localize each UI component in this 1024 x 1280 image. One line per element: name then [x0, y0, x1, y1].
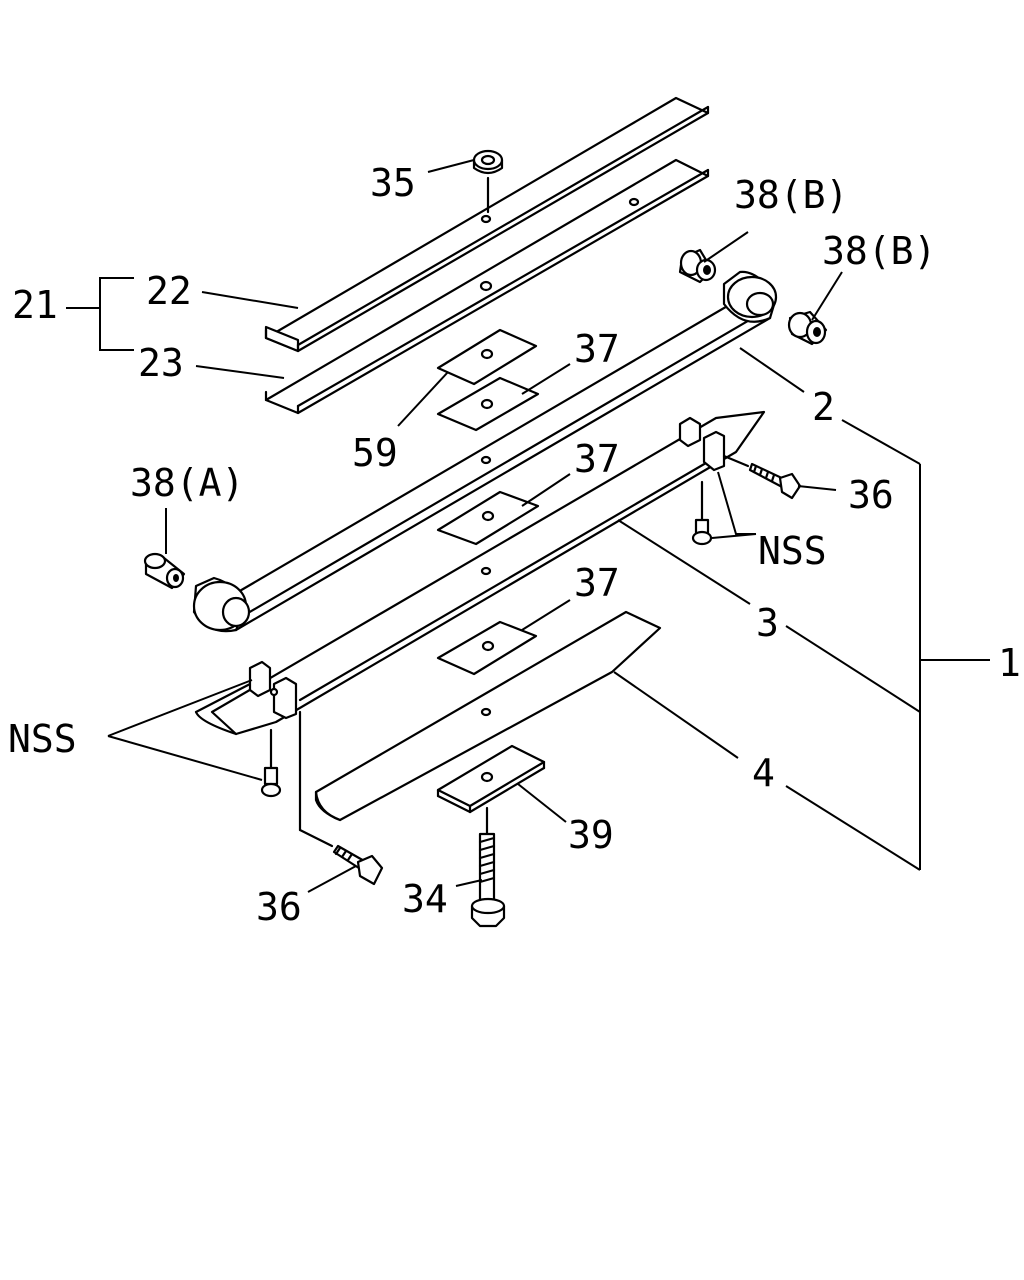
- label-2: 2: [812, 385, 835, 429]
- leaf-22: [264, 96, 710, 353]
- rivet-nss-right: [691, 480, 713, 546]
- rivet-nss-left: [260, 728, 282, 798]
- leaf-2: [192, 270, 778, 633]
- label-37-middle: 37: [574, 437, 620, 481]
- pad-37-upper: [436, 376, 540, 432]
- label-4: 4: [752, 751, 775, 795]
- pad-37-lower: [436, 620, 538, 676]
- leaf-4: [314, 610, 662, 822]
- leader-lines: [66, 159, 990, 893]
- label-38-b-upper: 38(B): [734, 173, 848, 217]
- nut-35: [472, 149, 504, 214]
- bushing-38-b-upper: [678, 248, 717, 284]
- label-34: 34: [402, 877, 448, 921]
- label-1: 1: [998, 641, 1021, 685]
- bushing-38-a: [143, 552, 186, 590]
- label-38-a: 38(A): [130, 461, 244, 505]
- label-35: 35: [370, 161, 416, 205]
- spacer-39: [436, 744, 546, 814]
- label-38-b-lower: 38(B): [822, 229, 936, 273]
- label-nss-right: NSS: [758, 529, 827, 573]
- bushing-38-b-lower: [787, 310, 828, 346]
- label-59: 59: [352, 431, 398, 475]
- pad-37-middle: [436, 490, 540, 546]
- leaf-23: [264, 158, 710, 415]
- callout-labels: 35 22 21 23 59 37 37 37 38(B) 38(B) 38(A…: [8, 161, 1021, 929]
- label-22: 22: [146, 269, 192, 313]
- pad-59: [436, 328, 538, 386]
- bolt-36-right: [722, 454, 802, 500]
- label-37-lower: 37: [574, 561, 620, 605]
- label-nss-left: NSS: [8, 717, 77, 761]
- label-21: 21: [12, 283, 58, 327]
- bolt-36-left: [298, 710, 384, 886]
- label-39: 39: [568, 813, 614, 857]
- center-bolt-34: [470, 806, 506, 928]
- label-36-right: 36: [848, 473, 894, 517]
- label-3: 3: [756, 601, 779, 645]
- label-36-left: 36: [256, 885, 302, 929]
- label-23: 23: [138, 341, 184, 385]
- leaf-3: [194, 410, 766, 736]
- label-37-upper: 37: [574, 327, 620, 371]
